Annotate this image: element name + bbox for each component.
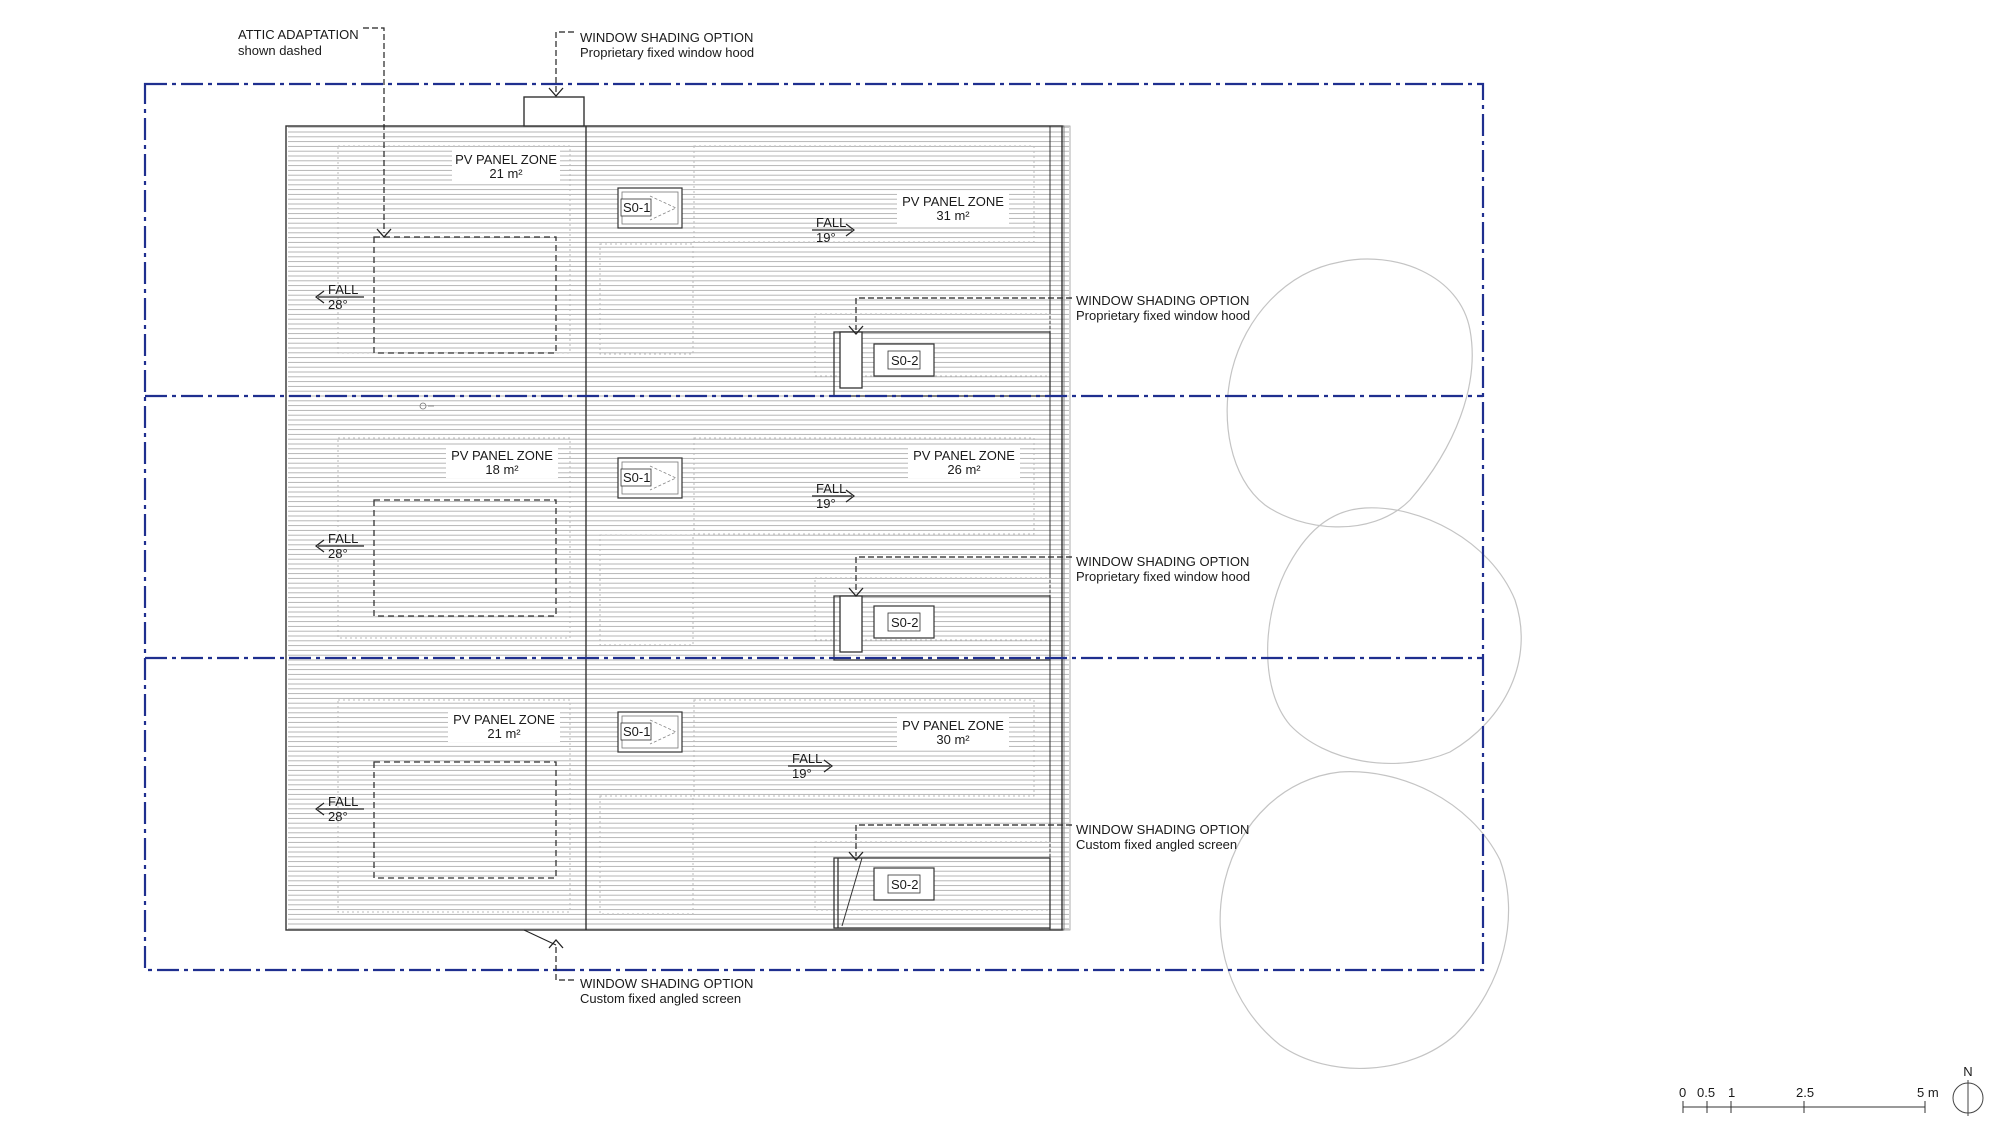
unit1-right-pv-area: 31 m² <box>936 208 970 223</box>
unit1-left-pv-label: PV PANEL ZONE <box>455 152 557 167</box>
unit2-right-fall-angle: 19° <box>816 496 836 511</box>
annotation-leaders <box>363 27 1072 981</box>
unit3-right-pv-area: 30 m² <box>936 732 970 747</box>
unit3-left-pv-area: 21 m² <box>487 726 521 741</box>
unit3-skylight-s0-1: S0-1 <box>623 724 650 739</box>
tree-2 <box>1267 507 1522 765</box>
unit2-right-pv-area: 26 m² <box>947 462 981 477</box>
unit3-left-fall-label: FALL <box>328 794 358 809</box>
north-arrow-icon <box>1952 1080 1984 1116</box>
unit2-right-pv-label: PV PANEL ZONE <box>913 448 1015 463</box>
vent-symbol <box>419 402 434 410</box>
shade-top-note: Proprietary fixed window hood <box>580 45 754 60</box>
unit3-skylight-s0-2: S0-2 <box>891 877 918 892</box>
tree-outlines <box>1219 258 1522 1069</box>
attic-adaptation-title: ATTIC ADAPTATION <box>238 27 359 42</box>
shade-3-note: Custom fixed angled screen <box>1076 837 1237 852</box>
unit1-right-fall-angle: 19° <box>816 230 836 245</box>
north-label: N <box>1963 1064 1972 1079</box>
shade-2-title: WINDOW SHADING OPTION <box>1076 554 1249 569</box>
scale-tick-2-5: 2.5 <box>1796 1085 1814 1100</box>
scale-tick-1: 1 <box>1728 1085 1735 1100</box>
unit1-skylight-s0-2: S0-2 <box>891 353 918 368</box>
skylight-hatch-lines <box>649 195 677 745</box>
leader-arrowheads <box>376 87 864 949</box>
unit1-skylight-s0-1: S0-1 <box>623 200 650 215</box>
scale-tick-0-5: 0.5 <box>1697 1085 1715 1100</box>
attic-adaptation-outlines <box>373 236 557 879</box>
unit1-right-fall-label: FALL <box>816 215 846 230</box>
shade-bottom-title: WINDOW SHADING OPTION <box>580 976 753 991</box>
scale-tick-5m: 5 m <box>1917 1085 1939 1100</box>
unit3-right-pv-label: PV PANEL ZONE <box>902 718 1004 733</box>
unit2-left-pv-area: 18 m² <box>485 462 519 477</box>
tree-1 <box>1226 258 1473 528</box>
roof-surfaces <box>288 126 1069 930</box>
unit2-left-pv-label: PV PANEL ZONE <box>451 448 553 463</box>
unit2-left-fall-angle: 28° <box>328 546 348 561</box>
unit1-left-fall-angle: 28° <box>328 297 348 312</box>
unit3-right-fall-label: FALL <box>792 751 822 766</box>
scale-bar <box>1682 1101 1926 1113</box>
unit1-left-fall-label: FALL <box>328 282 358 297</box>
shade-1-title: WINDOW SHADING OPTION <box>1076 293 1249 308</box>
lot-boundaries <box>143 82 1485 972</box>
unit2-right-fall-label: FALL <box>816 481 846 496</box>
unit2-skylight-s0-1: S0-1 <box>623 470 650 485</box>
attic-adaptation-note: shown dashed <box>238 43 322 58</box>
shade-1-note: Proprietary fixed window hood <box>1076 308 1250 323</box>
tree-3 <box>1219 771 1510 1069</box>
unit2-skylight-s0-2: S0-2 <box>891 615 918 630</box>
scale-tick-0: 0 <box>1679 1085 1686 1100</box>
shade-top-title: WINDOW SHADING OPTION <box>580 30 753 45</box>
shade-3-title: WINDOW SHADING OPTION <box>1076 822 1249 837</box>
roof-outline <box>285 96 1071 931</box>
unit3-left-fall-angle: 28° <box>328 809 348 824</box>
unit1-right-pv-label: PV PANEL ZONE <box>902 194 1004 209</box>
unit3-left-pv-label: PV PANEL ZONE <box>453 712 555 727</box>
shade-bottom-note: Custom fixed angled screen <box>580 991 741 1006</box>
fall-arrows <box>315 223 855 816</box>
shade-2-note: Proprietary fixed window hood <box>1076 569 1250 584</box>
rear-wings <box>833 331 1051 929</box>
unit1-left-pv-area: 21 m² <box>489 166 523 181</box>
unit2-left-fall-label: FALL <box>328 531 358 546</box>
unit3-right-fall-angle: 19° <box>792 766 812 781</box>
